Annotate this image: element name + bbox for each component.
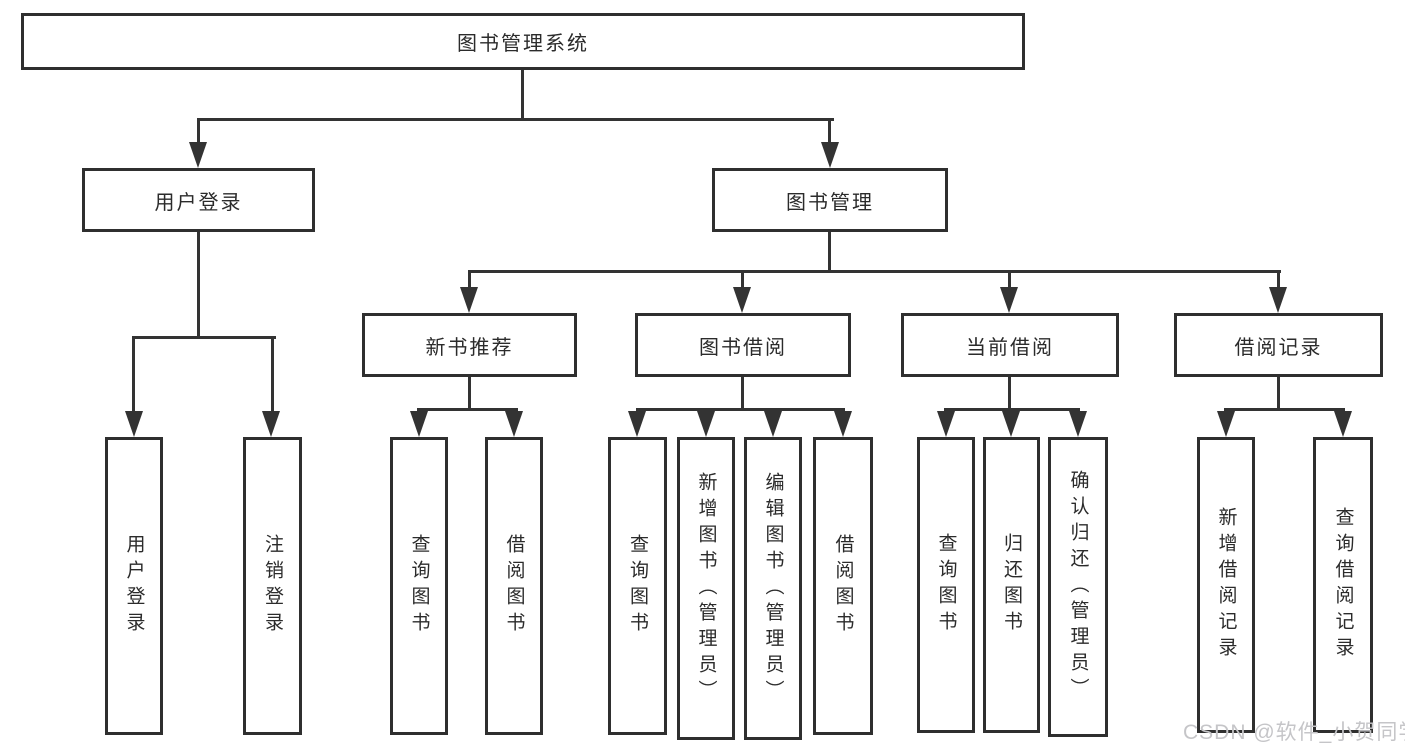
leaf-add-borrow-record-label: 新增借阅记录 [1215, 507, 1237, 663]
leaf-borrow-book-1: 借阅图书 [485, 437, 543, 735]
arrowhead-down-icon [1069, 411, 1087, 437]
arrowhead-down-icon [628, 411, 646, 437]
arrowhead-down-icon [697, 411, 715, 437]
watermark: CSDN @软件_小贺同学 [1183, 721, 1405, 744]
node-user-login-label: 用户登录 [154, 191, 243, 214]
arrowhead-down-icon [1002, 411, 1020, 437]
edge-borrow-records-hline [1224, 408, 1345, 411]
node-book-management-label: 图书管理 [786, 191, 874, 214]
leaf-user-login-label: 用户登录 [123, 534, 145, 638]
node-new-book-recommend-label: 新书推荐 [425, 336, 514, 359]
node-borrow-records-label: 借阅记录 [1234, 336, 1323, 359]
node-borrow-records: 借阅记录 [1174, 313, 1383, 377]
arrowhead-down-icon [834, 411, 852, 437]
edge-user-login-hline [132, 336, 276, 339]
node-book-borrow-label: 图书借阅 [699, 336, 787, 359]
leaf-return-book-label: 归还图书 [1001, 533, 1022, 637]
leaf-add-book-admin-label: 新增图书（管理员） [695, 471, 717, 706]
node-root-label: 图书管理系统 [457, 33, 589, 55]
leaf-borrow-book-1-label: 借阅图书 [503, 534, 525, 638]
leaf-borrow-book-2: 借阅图书 [813, 437, 873, 735]
leaf-confirm-return-admin: 确认归还（管理员） [1048, 437, 1108, 737]
leaf-logout-label: 注销登录 [262, 534, 283, 638]
leaf-query-book-1-label: 查询图书 [408, 534, 430, 638]
edge-to-book-borrow-stem [741, 273, 744, 289]
edge-to-borrow-records-stem [1277, 273, 1280, 289]
edge-user-login-stem [197, 232, 200, 339]
leaf-add-borrow-record: 新增借阅记录 [1197, 437, 1255, 733]
edge-to-user-login-stem [197, 121, 200, 143]
leaf-confirm-return-admin-label: 确认归还（管理员） [1067, 470, 1089, 704]
leaf-query-book-1: 查询图书 [390, 437, 448, 735]
arrowhead-down-icon [937, 411, 955, 437]
edge-current-borrow-hline [944, 408, 1080, 411]
leaf-query-borrow-record: 查询借阅记录 [1313, 437, 1373, 733]
edge-book-borrow-stem [741, 377, 744, 409]
leaf-edit-book-admin-label: 编辑图书（管理员） [762, 471, 784, 706]
arrowhead-down-icon [262, 411, 280, 437]
leaf-return-book: 归还图书 [983, 437, 1040, 733]
leaf-borrow-book-2-label: 借阅图书 [832, 534, 854, 638]
edge-book-management-hline [468, 270, 1281, 273]
edge-to-book-management-stem [828, 121, 831, 143]
arrowhead-down-icon [1217, 411, 1235, 437]
edge-root-hline [197, 118, 834, 121]
edge-book-management-stem [828, 232, 831, 273]
leaf-query-book-3-label: 查询图书 [935, 533, 957, 637]
edge-new-book-recommend-stem [468, 377, 471, 409]
edge-to-leaf-user-login-stem [132, 339, 135, 413]
node-current-borrow: 当前借阅 [901, 313, 1119, 377]
arrowhead-down-icon [821, 142, 839, 168]
node-current-borrow-label: 当前借阅 [966, 336, 1054, 359]
arrowhead-down-icon [505, 411, 523, 437]
arrowhead-down-icon [410, 411, 428, 437]
edge-to-current-borrow-stem [1008, 273, 1011, 289]
arrowhead-down-icon [1000, 287, 1018, 313]
arrowhead-down-icon [764, 411, 782, 437]
leaf-query-borrow-record-label: 查询借阅记录 [1332, 507, 1354, 663]
arrowhead-down-icon [125, 411, 143, 437]
leaf-query-book-2: 查询图书 [608, 437, 667, 735]
edge-root-stem [521, 70, 524, 121]
arrowhead-down-icon [1269, 287, 1287, 313]
node-root: 图书管理系统 [21, 13, 1025, 70]
arrowhead-down-icon [460, 287, 478, 313]
edge-new-book-recommend-hline [417, 408, 518, 411]
arrowhead-down-icon [189, 142, 207, 168]
leaf-query-book-3: 查询图书 [917, 437, 975, 733]
edge-current-borrow-stem [1008, 377, 1011, 409]
node-book-borrow: 图书借阅 [635, 313, 851, 377]
node-new-book-recommend: 新书推荐 [362, 313, 577, 377]
node-book-management: 图书管理 [712, 168, 948, 232]
leaf-query-book-2-label: 查询图书 [627, 534, 648, 638]
leaf-logout: 注销登录 [243, 437, 302, 735]
edge-borrow-records-stem [1277, 377, 1280, 409]
leaf-edit-book-admin: 编辑图书（管理员） [744, 437, 802, 740]
arrowhead-down-icon [1334, 411, 1352, 437]
leaf-add-book-admin: 新增图书（管理员） [677, 437, 735, 740]
leaf-user-login: 用户登录 [105, 437, 163, 735]
edge-book-borrow-hline [636, 408, 845, 411]
edge-to-new-book-recommend-stem [468, 273, 471, 289]
edge-to-leaf-logout-stem [271, 339, 274, 413]
node-user-login: 用户登录 [82, 168, 315, 232]
arrowhead-down-icon [733, 287, 751, 313]
